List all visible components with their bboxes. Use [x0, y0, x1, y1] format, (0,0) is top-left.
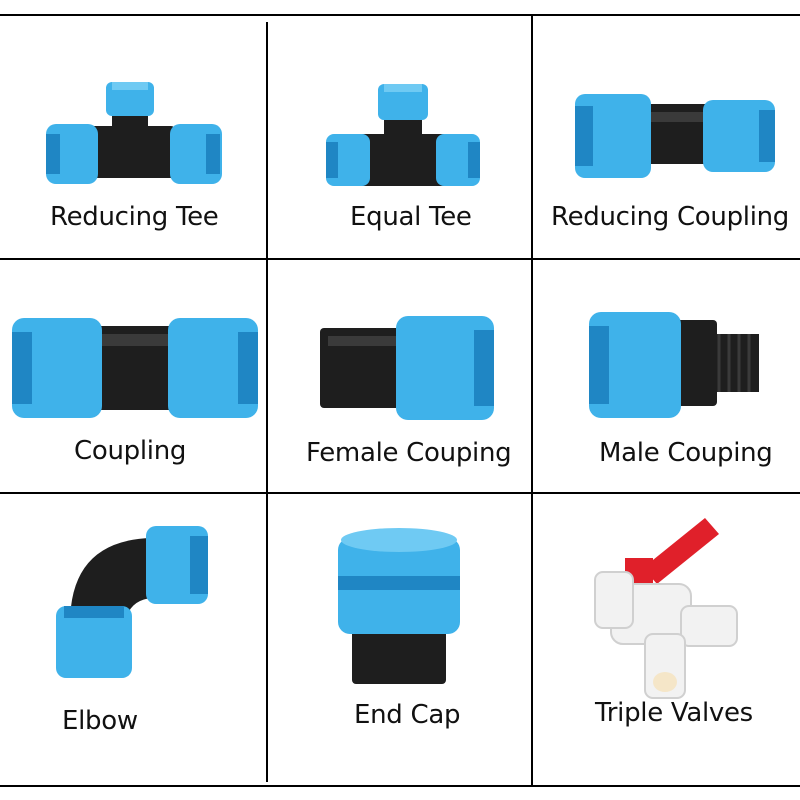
coupling-icon [12, 318, 258, 418]
product-label: Male Couping [599, 438, 773, 468]
grid-line-col1 [266, 22, 268, 782]
product-cell-female-coupling: Female Couping [268, 260, 531, 492]
product-label: End Cap [354, 700, 461, 730]
product-label: Reducing Coupling [551, 202, 790, 232]
product-cell-elbow: Elbow [0, 494, 266, 785]
product-cell-coupling: Coupling [0, 260, 266, 492]
product-cell-male-coupling: Male Couping [533, 260, 800, 492]
product-label: Triple Valves [595, 698, 753, 728]
female-coupling-icon [320, 316, 494, 420]
reducing-tee-icon [46, 82, 222, 184]
end-cap-icon [338, 528, 460, 684]
product-cell-equal-tee: Equal Tee [268, 16, 531, 258]
equal-tee-icon [326, 84, 480, 186]
product-cell-reducing-tee: Reducing Tee [0, 16, 266, 258]
product-cell-reducing-coupling: Reducing Coupling [533, 16, 800, 258]
product-cell-end-cap: End Cap [268, 494, 531, 785]
grid-line-row1 [0, 258, 800, 260]
grid-line-bottom [0, 785, 800, 787]
product-label: Reducing Tee [50, 202, 219, 232]
grid-line-col2 [531, 14, 533, 787]
grid-line-top [0, 14, 800, 16]
product-label: Coupling [74, 436, 187, 466]
reducing-coupling-icon [575, 94, 775, 178]
grid-line-row2 [0, 492, 800, 494]
product-label: Female Couping [306, 438, 512, 468]
triple-valve-icon [594, 518, 738, 699]
product-cell-triple-valve: Triple Valves [533, 494, 800, 785]
male-coupling-icon [589, 312, 759, 418]
product-label: Elbow [62, 706, 138, 736]
product-label: Equal Tee [350, 202, 472, 232]
elbow-icon [56, 526, 208, 678]
